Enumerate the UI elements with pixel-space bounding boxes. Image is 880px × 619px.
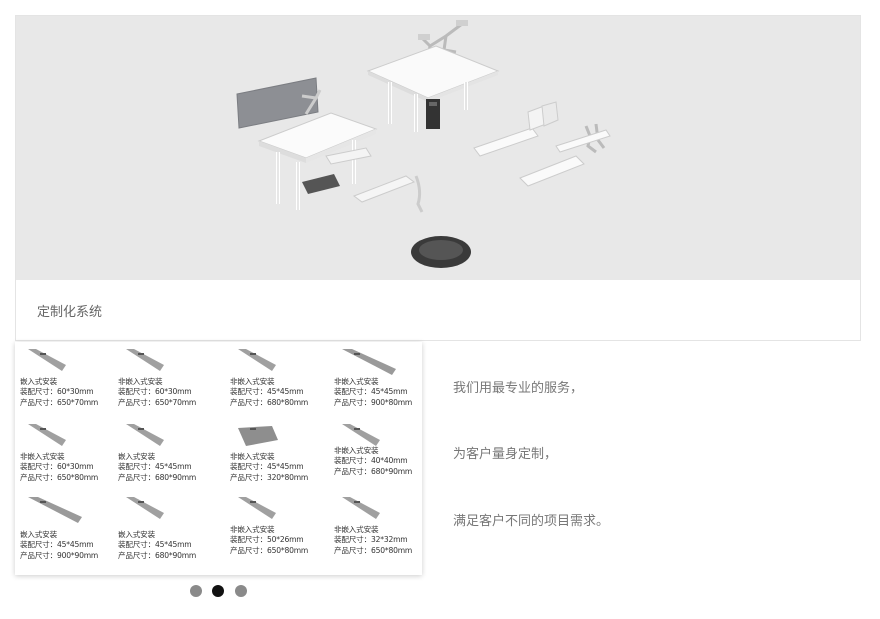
product-strip-image — [342, 497, 380, 519]
spec-fit: 装配尺寸：32*32mm — [334, 535, 408, 545]
carousel-dot-3[interactable] — [235, 585, 247, 597]
spec-size: 产品尺寸：650*70mm — [118, 397, 197, 407]
carousel-dot-2[interactable] — [212, 585, 224, 597]
spec-size: 产品尺寸：650*80mm — [334, 545, 413, 555]
spec-size: 产品尺寸：680*90mm — [334, 466, 413, 476]
desk-system-image — [16, 16, 860, 280]
product-strip-image — [342, 424, 380, 446]
product-strip-image — [28, 424, 66, 446]
product-strip-image — [238, 497, 276, 519]
slogan-line-3: 满足客户不同的项目需求。 — [453, 514, 610, 529]
spec-fit: 装配尺寸：45*45mm — [118, 540, 192, 550]
spec-size: 产品尺寸：650*70mm — [20, 397, 99, 407]
spec-type: 非嵌入式安装 — [20, 452, 65, 461]
spec-fit: 装配尺寸：60*30mm — [118, 387, 192, 397]
spec-fit: 装配尺寸：40*40mm — [334, 456, 408, 466]
spec-type: 非嵌入式安装 — [334, 525, 379, 534]
spec-fit: 装配尺寸：50*26mm — [230, 535, 304, 545]
spec-size: 产品尺寸：900*90mm — [20, 550, 99, 560]
spec-type: 非嵌入式安装 — [118, 377, 163, 386]
spec-fit: 装配尺寸：45*45mm — [118, 462, 192, 472]
hero-card: 定制化系统 — [15, 15, 861, 341]
spec-type: 嵌入式安装 — [118, 530, 155, 539]
spec-size: 产品尺寸：680*90mm — [118, 472, 197, 482]
product-strip-image — [238, 349, 276, 371]
spec-size: 产品尺寸：900*80mm — [334, 397, 413, 407]
product-strip-image — [126, 349, 164, 371]
spec-fit: 装配尺寸：45*45mm — [230, 387, 304, 397]
slogan-line-2: 为客户量身定制， — [453, 447, 558, 462]
spec-size: 产品尺寸：320*80mm — [230, 472, 309, 482]
product-strip-image — [126, 424, 164, 446]
product-strip-image — [28, 349, 66, 371]
hero-caption: 定制化系统 — [37, 305, 103, 320]
spec-type: 嵌入式安装 — [20, 530, 57, 539]
spec-type: 嵌入式安装 — [20, 377, 57, 386]
desk-system-illustration — [236, 20, 611, 268]
spec-size: 产品尺寸：680*80mm — [230, 397, 309, 407]
carousel-dot-1[interactable] — [190, 585, 202, 597]
product-strip-image — [28, 497, 82, 523]
carousel-pagination — [185, 585, 255, 599]
spec-fit: 装配尺寸：45*45mm — [230, 462, 304, 472]
spec-fit: 装配尺寸：45*45mm — [334, 387, 408, 397]
slogan-line-1: 我们用最专业的服务， — [453, 381, 584, 396]
product-strip-image — [238, 426, 278, 446]
spec-type: 非嵌入式安装 — [334, 377, 379, 386]
spec-type: 嵌入式安装 — [118, 452, 155, 461]
spec-type: 非嵌入式安装 — [230, 452, 275, 461]
product-strip-image — [126, 497, 164, 519]
spec-fit: 装配尺寸：60*30mm — [20, 387, 94, 397]
spec-size: 产品尺寸：680*90mm — [118, 550, 197, 560]
spec-size: 产品尺寸：650*80mm — [20, 472, 99, 482]
spec-fit: 装配尺寸：60*30mm — [20, 462, 94, 472]
spec-fit: 装配尺寸：45*45mm — [20, 540, 94, 550]
spec-type: 非嵌入式安装 — [230, 525, 275, 534]
spec-type: 非嵌入式安装 — [230, 377, 275, 386]
product-strip-image — [342, 349, 396, 375]
spec-type: 非嵌入式安装 — [334, 446, 379, 455]
spec-size: 产品尺寸：650*80mm — [230, 545, 309, 555]
